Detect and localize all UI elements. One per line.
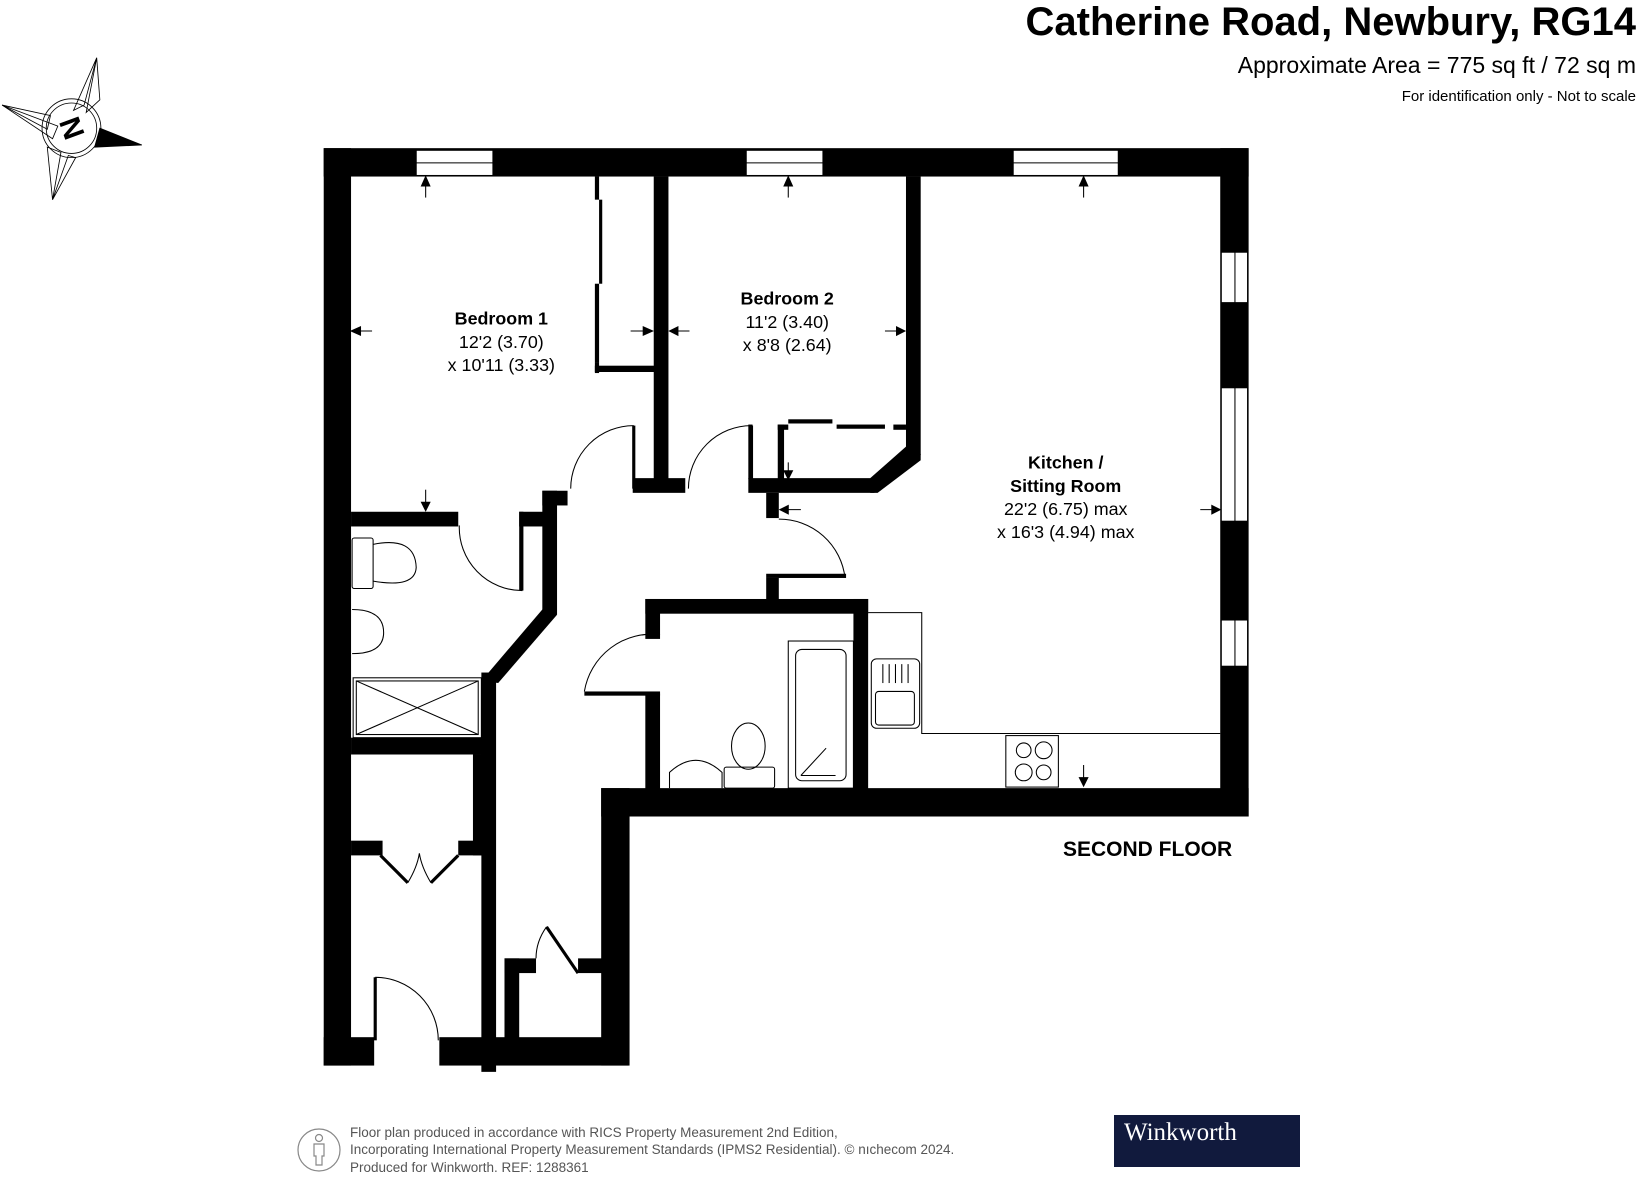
scale-disclaimer: For identification only - Not to scale [1401, 88, 1636, 105]
kitchen-name-line1: Kitchen / [1028, 453, 1103, 473]
floor-label: SECOND FLOOR [1063, 838, 1233, 861]
ensuite-door [458, 525, 523, 592]
hob-icon [1005, 735, 1059, 788]
bedroom-2-name: Bedroom 2 [741, 289, 834, 309]
footer-line-3: Produced for Winkworth. REF: 1288361 [350, 1159, 589, 1175]
bedroom-1-dim1: 12'2 (3.70) [459, 332, 544, 352]
shower-tray-icon [352, 677, 482, 739]
kitchen-door [778, 518, 846, 579]
walls [323, 148, 1249, 1072]
bedroom-2-dim2: x 8'8 (2.64) [743, 335, 832, 355]
windows [415, 149, 1249, 667]
footer-line-1: Floor plan produced in accordance with R… [350, 1124, 838, 1140]
basin-icon [668, 759, 723, 789]
kitchen-dim2: x 16'3 (4.94) max [997, 522, 1134, 542]
bathroom-door [583, 633, 661, 692]
kitchen-dim1: 22'2 (6.75) max [1004, 499, 1128, 519]
approximate-area: Approximate Area = 775 sq ft / 72 sq m [1237, 52, 1636, 78]
sink-icon [870, 658, 921, 729]
property-title: Catherine Road, Newbury, RG14 [1025, 0, 1636, 44]
basin-icon [352, 608, 385, 655]
toilet-icon [730, 722, 766, 770]
bath-icon [787, 640, 854, 789]
person-measure-icon [297, 1128, 341, 1172]
footer-text: Floor plan produced in accordance with R… [350, 1124, 954, 1177]
measurement-arrows [349, 175, 1222, 788]
room-labels: Bedroom 1 12'2 (3.70) x 10'11 (3.33) Bed… [448, 289, 1135, 542]
bedroom-2-door [687, 425, 752, 489]
footer: Floor plan produced in accordance with R… [296, 1124, 954, 1176]
bedroom-1-door [570, 425, 634, 489]
toilet-icon [351, 537, 374, 589]
worktop [868, 612, 1221, 735]
entrance-door [375, 976, 439, 1041]
bedroom-1-name: Bedroom 1 [455, 309, 548, 329]
doors [373, 425, 846, 1041]
fixtures [351, 537, 1221, 789]
winkworth-logo: Winkworth [1114, 1115, 1300, 1167]
bedroom-1-dim2: x 10'11 (3.33) [448, 355, 555, 375]
kitchen-name-line2: Sitting Room [1010, 476, 1121, 496]
north-compass-icon: N [1, 57, 143, 200]
footer-line-2: Incorporating International Property Mea… [350, 1142, 955, 1158]
bedroom-2-dim1: 11'2 (3.40) [745, 312, 829, 332]
compass-n-label: N [53, 112, 91, 143]
